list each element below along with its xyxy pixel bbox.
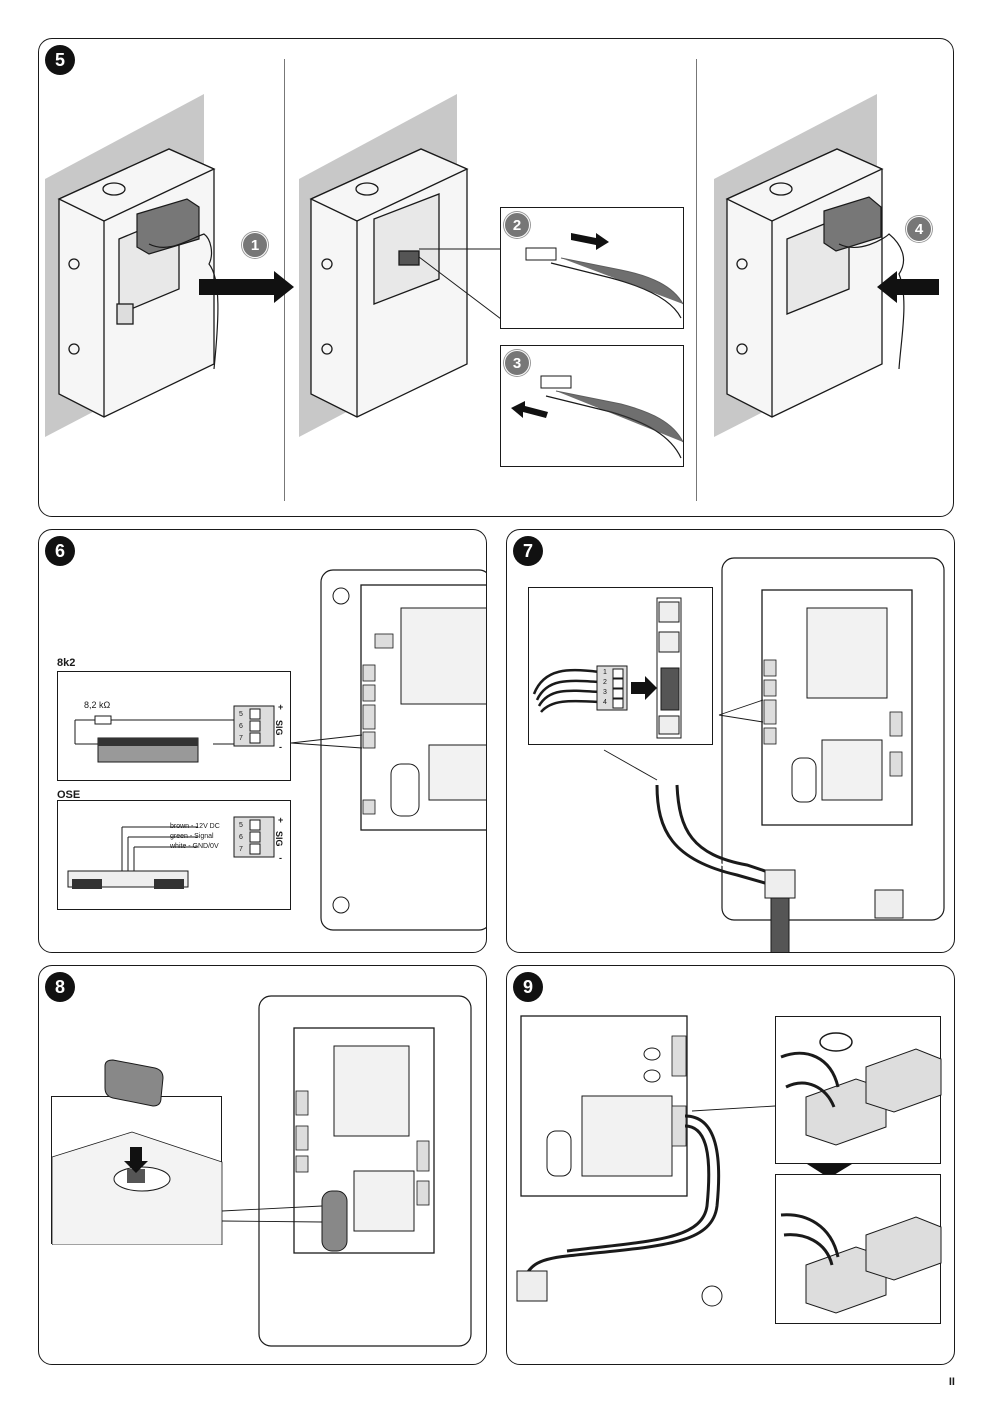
panel-divider xyxy=(696,59,697,501)
sub-step-badge: 1 xyxy=(242,232,268,258)
terminal-number: 1 xyxy=(603,669,607,676)
panel-step-7: 7 xyxy=(506,529,955,953)
receiver-module-3d xyxy=(104,1059,164,1107)
arrow-down xyxy=(807,1164,852,1178)
inset-terminal-wiring: 1 2 3 4 xyxy=(528,587,713,745)
diagram-8k2-wiring: 8,2 kΩ 5 6 7 + SIG - xyxy=(57,671,291,781)
receiver-module xyxy=(321,1190,348,1252)
arrow-insert xyxy=(877,271,939,303)
inset-jumper-insert: 3 xyxy=(500,345,684,467)
arrow-pull xyxy=(199,271,294,303)
module-insertion-illustration xyxy=(221,995,472,1347)
control-box-open xyxy=(725,148,884,418)
label-8k2: 8k2 xyxy=(57,657,76,669)
arrow-down xyxy=(124,1147,148,1173)
inset-jumper-remove: 2 xyxy=(500,207,684,329)
receiver-module xyxy=(823,196,882,252)
step-number-badge: 7 xyxy=(513,536,543,566)
sig-label: SIG xyxy=(274,831,284,847)
sub-step-badge: 4 xyxy=(906,216,932,242)
arrow-insert xyxy=(631,676,657,700)
wire-label: brown - 12V DC xyxy=(170,823,220,830)
inset-terminal-after xyxy=(775,1174,942,1324)
terminal-number: 5 xyxy=(239,822,243,829)
step-number-badge: 6 xyxy=(45,536,75,566)
control-box-open xyxy=(309,148,469,418)
polarity-plus: + xyxy=(278,815,284,825)
panel-step-6: 6 8k2 xyxy=(38,529,487,953)
diagram-ose-wiring: brown - 12V DC green - Signal white - GN… xyxy=(57,800,291,910)
step-number-badge: 5 xyxy=(45,45,75,75)
sub-step-badge: 2 xyxy=(504,212,530,238)
polarity-plus: + xyxy=(278,702,284,712)
resistor-value: 8,2 kΩ xyxy=(84,700,111,710)
control-box-open xyxy=(57,148,216,418)
step-number-badge: 9 xyxy=(513,972,543,1002)
control-board-illustration xyxy=(290,569,486,931)
wire-label: green - Signal xyxy=(170,833,214,840)
panel-step-8: 8 xyxy=(38,965,487,1365)
terminal-number: 7 xyxy=(239,846,243,853)
inset-terminal-before xyxy=(775,1016,942,1164)
panel-step-9: 9 xyxy=(506,965,955,1365)
terminal-number: 2 xyxy=(603,679,607,686)
step-number-badge: 8 xyxy=(45,972,75,1002)
terminal-number: 4 xyxy=(603,699,607,706)
terminal-number: 6 xyxy=(239,834,243,841)
hand-outline xyxy=(148,233,219,370)
inset-module-slot xyxy=(51,1096,223,1246)
panel-step-5: 5 xyxy=(38,38,954,517)
page-number: II xyxy=(948,1376,955,1388)
resistor-symbol xyxy=(94,715,112,725)
label-ose: OSE xyxy=(57,789,81,801)
receiver-removal-illustration xyxy=(45,94,939,437)
terminal-number: 6 xyxy=(239,723,243,730)
polarity-minus: - xyxy=(279,742,282,752)
receiver-module xyxy=(136,198,200,255)
terminal-number: 5 xyxy=(239,711,243,718)
sig-label: SIG xyxy=(274,720,284,736)
terminal-block-wiring xyxy=(516,1015,852,1307)
control-board-wiring xyxy=(603,557,945,952)
polarity-minus: - xyxy=(279,853,282,863)
sub-step-badge: 3 xyxy=(504,350,530,376)
wire-label: white - GND/0V xyxy=(170,843,219,850)
terminal-number: 7 xyxy=(239,735,243,742)
terminal-number: 3 xyxy=(603,689,607,696)
